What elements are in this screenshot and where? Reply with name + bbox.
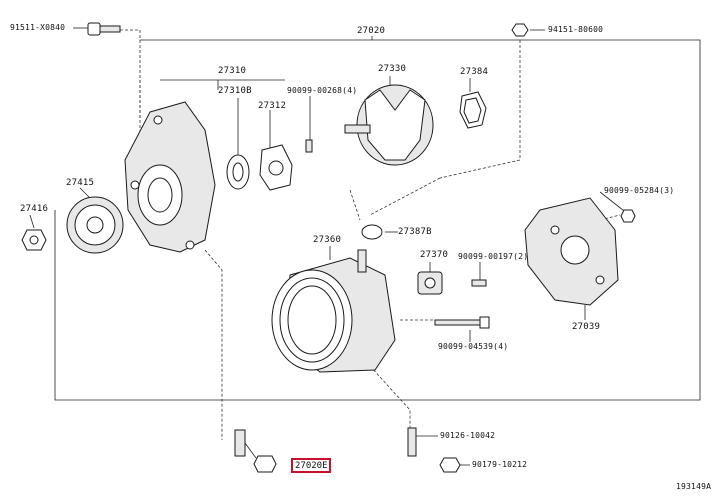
label-90126: 90126-10042	[440, 431, 496, 440]
pulley-27415-icon	[66, 196, 124, 254]
label-27384: 27384	[460, 67, 489, 77]
terminal-27387b-icon	[361, 224, 383, 240]
ring-27384-icon	[459, 91, 487, 129]
nut-94151-icon	[511, 23, 529, 37]
diagram-reference: 193149A	[676, 482, 712, 491]
bolt-91511-icon	[87, 22, 121, 36]
label-27330: 27330	[378, 64, 407, 74]
screw-90099-00268-icon	[305, 139, 313, 153]
label-27416: 27416	[20, 204, 49, 214]
label-27310: 27310	[218, 66, 247, 76]
label-90099-04539: 90099-04539(4)	[438, 342, 509, 351]
label-27360: 27360	[313, 235, 342, 245]
drive-end-frame-icon	[124, 101, 216, 253]
label-90099-05284: 90099-05284(3)	[604, 186, 675, 195]
nut-27416-icon	[21, 229, 47, 251]
bolt-90099-04539-icon	[434, 316, 490, 329]
label-27020: 27020	[357, 26, 386, 36]
stud-90126-icon	[407, 427, 417, 457]
label-27039: 27039	[572, 322, 601, 332]
label-91511: 91511-X0840	[10, 23, 66, 32]
nut-90179-icon	[439, 457, 461, 473]
label-27387b: 27387B	[398, 227, 432, 237]
label-27370: 27370	[420, 250, 449, 260]
label-27415: 27415	[66, 178, 95, 188]
assembly-boundary	[54, 39, 701, 401]
retainer-plate-27312-icon	[259, 144, 293, 191]
label-90179: 90179-10212	[472, 460, 528, 469]
screw-90099-00197-icon	[471, 279, 487, 287]
stator-27360-icon	[271, 249, 396, 373]
label-90099-00197: 90099-00197(2)	[458, 252, 529, 261]
bearing-27310b-icon	[226, 154, 250, 190]
label-94151: 94151-80600	[548, 25, 604, 34]
rear-cover-27039-icon	[524, 197, 619, 306]
label-27020e: 27020E	[295, 461, 328, 471]
nut-90099-05284-icon	[620, 209, 636, 223]
label-27310b: 27310B	[218, 86, 252, 96]
rotor-27330-icon	[344, 84, 434, 166]
highlighted-part-27020e[interactable]: 27020E	[291, 458, 331, 473]
label-27312: 27312	[258, 101, 287, 111]
bolt-27020e-icon	[234, 429, 277, 473]
regulator-27370-icon	[417, 271, 443, 295]
label-90099-00268: 90099-00268(4)	[287, 86, 358, 95]
